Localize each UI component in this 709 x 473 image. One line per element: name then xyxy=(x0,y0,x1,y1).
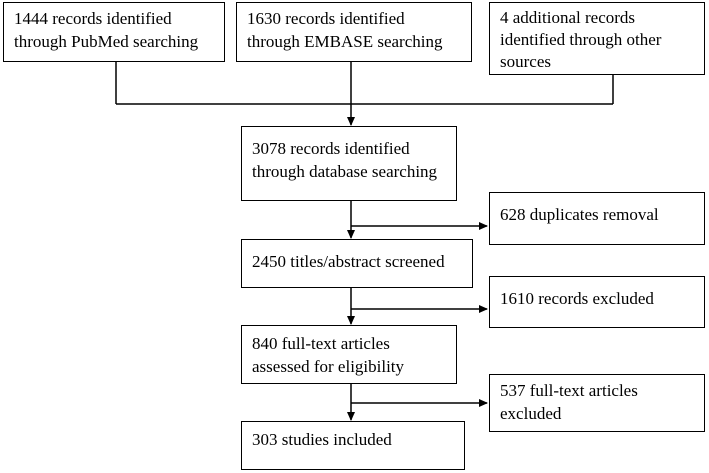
screened-box: 2450 titles/abstract screened xyxy=(241,239,473,288)
box-text-line: 3078 records identified xyxy=(252,139,410,158)
box-text-line: assessed for eligibility xyxy=(252,357,405,376)
box-text-line: sources xyxy=(500,52,551,71)
embase-records-box: 1630 records identified through EMBASE s… xyxy=(236,2,472,62)
box-text-line: 537 full-text articles xyxy=(500,381,638,400)
records-excluded-box: 1610 records excluded xyxy=(489,276,705,328)
fulltext-excluded-box: 537 full-text articles excluded xyxy=(489,374,705,432)
pubmed-records-box: 1444 records identified through PubMed s… xyxy=(3,2,225,62)
box-text-line: excluded xyxy=(500,404,562,423)
box-text-line: 303 studies included xyxy=(252,430,392,449)
box-text-line: 4 additional records xyxy=(500,8,636,27)
duplicates-removal-box: 628 duplicates removal xyxy=(489,192,705,245)
box-text-line: identified through other xyxy=(500,30,662,49)
box-text-line: through EMBASE searching xyxy=(247,32,443,51)
box-text-line: 2450 titles/abstract screened xyxy=(252,252,445,271)
box-text-line: 1444 records identified xyxy=(14,9,172,28)
eligibility-box: 840 full-text articles assessed for elig… xyxy=(241,325,457,384)
other-sources-box: 4 additional records identified through … xyxy=(489,2,705,75)
box-text-line: 628 duplicates removal xyxy=(500,205,659,224)
box-text-line: through database searching xyxy=(252,162,438,181)
included-box: 303 studies included xyxy=(241,421,465,470)
box-text-line: 840 full-text articles xyxy=(252,334,390,353)
identified-records-box: 3078 records identified through database… xyxy=(241,126,457,201)
box-text-line: 1610 records excluded xyxy=(500,289,654,308)
box-text-line: through PubMed searching xyxy=(14,32,199,51)
box-text-line: 1630 records identified xyxy=(247,9,405,28)
